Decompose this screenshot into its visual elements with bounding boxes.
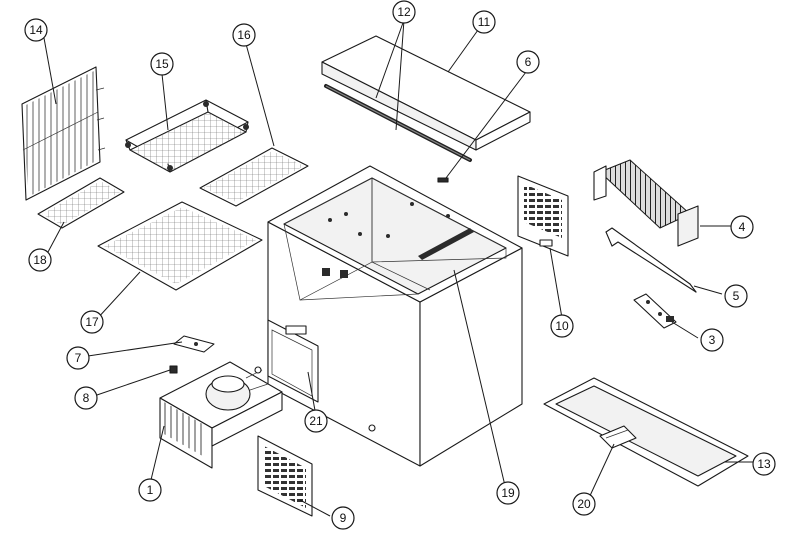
callout-18: 18 [28, 248, 52, 272]
svg-text:19: 19 [501, 486, 515, 500]
part-13-glass-lid [543, 377, 749, 487]
part-16-shelf [199, 147, 309, 207]
callout-19: 19 [496, 481, 520, 505]
callout-6: 6 [516, 50, 540, 74]
svg-text:7: 7 [75, 351, 82, 365]
callout-8: 8 [74, 386, 98, 410]
part-5-heater [605, 227, 697, 293]
part-8-clip [169, 365, 178, 374]
svg-text:11: 11 [478, 15, 491, 29]
part-11-lid [321, 35, 531, 151]
callout-7: 7 [66, 346, 90, 370]
part-17-shelf [97, 201, 263, 291]
svg-text:10: 10 [555, 319, 569, 333]
callout-13: 13 [752, 452, 776, 476]
callout-5: 5 [724, 284, 748, 308]
part-14-wall-grid [21, 66, 106, 201]
svg-text:13: 13 [757, 457, 771, 471]
callout-10: 10 [550, 314, 574, 338]
callout-21: 21 [304, 409, 328, 433]
part-12-gasket [324, 84, 472, 162]
leader-lines [43, 19, 754, 517]
svg-text:1: 1 [147, 483, 154, 497]
callout-12: 12 [392, 0, 416, 24]
part-18-shelf [37, 177, 125, 229]
part-3-bracket [633, 293, 677, 329]
svg-text:17: 17 [85, 315, 99, 329]
callout-20: 20 [572, 492, 596, 516]
part-6-hinge [437, 177, 449, 183]
svg-text:20: 20 [577, 497, 591, 511]
callout-1: 1 [138, 478, 162, 502]
svg-text:3: 3 [709, 333, 716, 347]
part-10-grille [517, 175, 569, 257]
svg-text:21: 21 [309, 414, 323, 428]
svg-text:6: 6 [525, 55, 532, 69]
svg-text:15: 15 [155, 57, 169, 71]
svg-text:16: 16 [237, 28, 251, 42]
callout-3: 3 [700, 328, 724, 352]
part-7-plate [173, 335, 215, 353]
svg-text:9: 9 [340, 511, 347, 525]
part-20-handle [599, 425, 637, 449]
svg-text:4: 4 [739, 220, 746, 234]
part-19-evaporator-strip [418, 228, 474, 260]
part-4-condenser [593, 159, 699, 247]
svg-text:12: 12 [397, 5, 411, 19]
callout-11: 11 [472, 10, 496, 34]
part-9-lower-grille [257, 435, 313, 517]
svg-text:5: 5 [733, 289, 740, 303]
part-21-compartment [267, 319, 319, 403]
svg-text:14: 14 [29, 23, 43, 37]
callout-15: 15 [150, 52, 174, 76]
callout-9: 9 [331, 506, 355, 530]
svg-text:8: 8 [83, 391, 90, 405]
callout-16: 16 [232, 23, 256, 47]
callout-4: 4 [730, 215, 754, 239]
callout-17: 17 [80, 310, 104, 334]
part-15-wire-basket [125, 99, 249, 173]
cabinet-body [267, 165, 523, 467]
svg-text:18: 18 [33, 253, 47, 267]
part-1-compressor-unit [159, 361, 283, 469]
callout-14: 14 [24, 18, 48, 42]
